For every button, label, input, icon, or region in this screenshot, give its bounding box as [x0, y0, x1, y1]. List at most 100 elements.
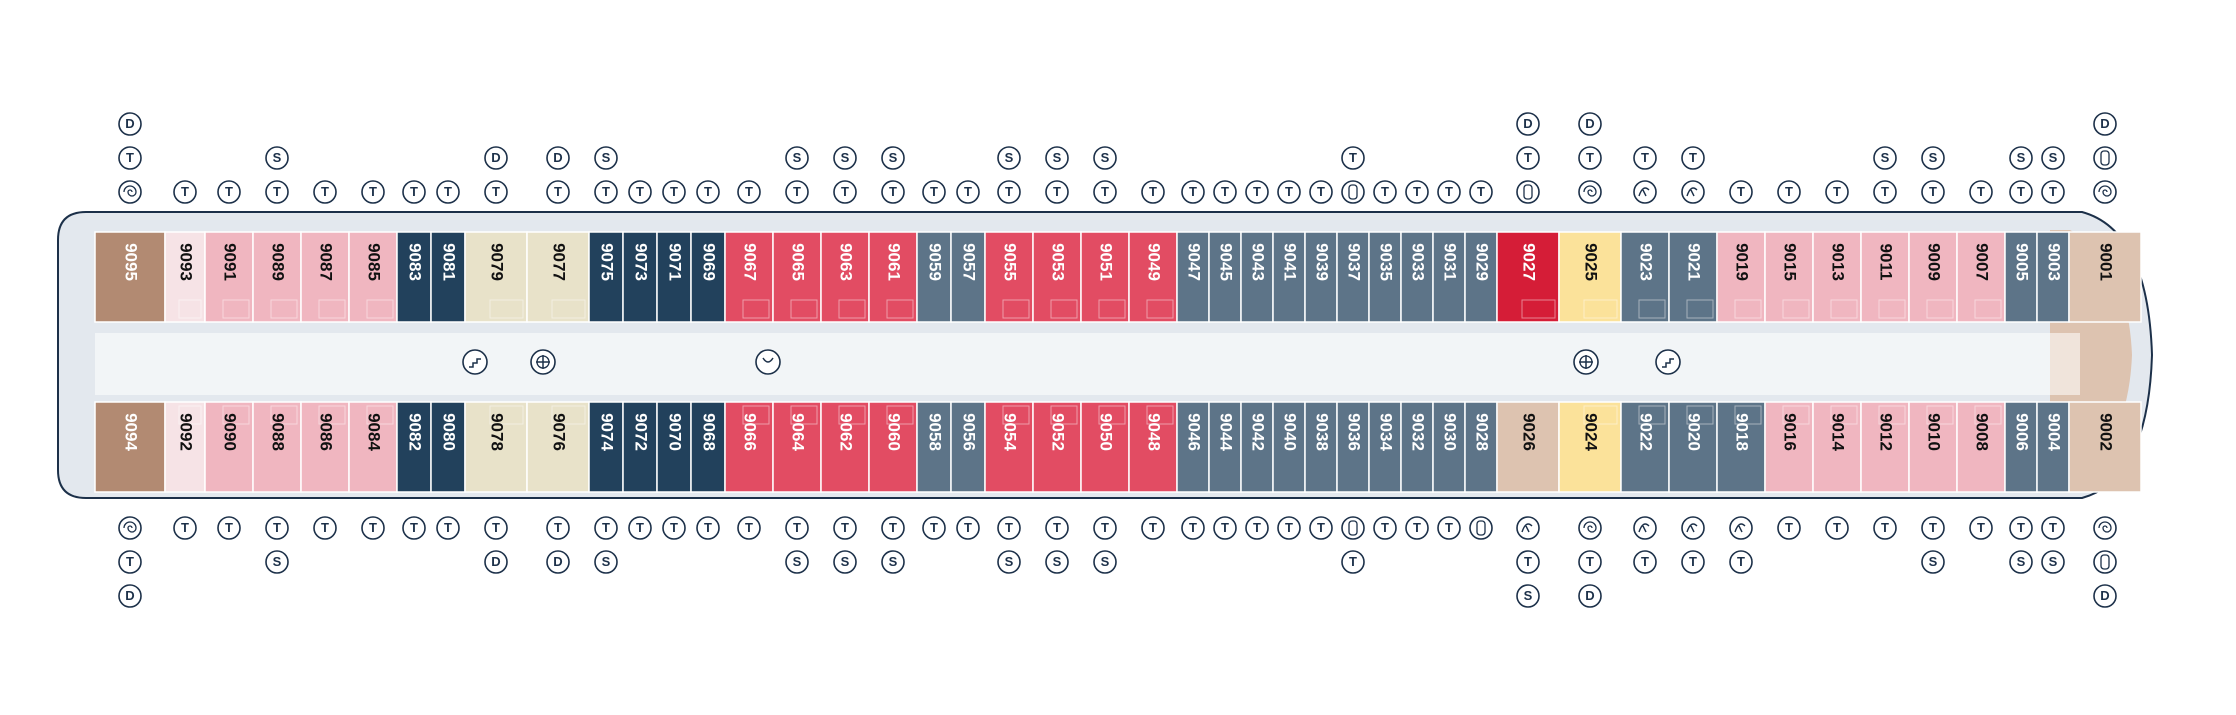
- cabin-9078[interactable]: 9078: [464, 401, 528, 493]
- cabin-9091[interactable]: 9091: [204, 231, 254, 323]
- cabin-9022[interactable]: 9022: [1620, 401, 1670, 493]
- cabin-9075[interactable]: 9075: [588, 231, 624, 323]
- cabin-9021[interactable]: 9021: [1668, 231, 1718, 323]
- cabin-9082[interactable]: 9082: [396, 401, 432, 493]
- cabin-9065[interactable]: 9065: [772, 231, 822, 323]
- cabin-9055[interactable]: 9055: [984, 231, 1034, 323]
- cabin-9079[interactable]: 9079: [464, 231, 528, 323]
- cabin-9031[interactable]: 9031: [1432, 231, 1466, 323]
- cabin-9025[interactable]: 9025: [1558, 231, 1622, 323]
- cabin-9092[interactable]: 9092: [164, 401, 206, 493]
- cabin-9048[interactable]: 9048: [1128, 401, 1178, 493]
- cabin-9084[interactable]: 9084: [348, 401, 398, 493]
- cabin-9039[interactable]: 9039: [1304, 231, 1338, 323]
- cabin-number: 9081: [440, 243, 459, 281]
- cabin-9032[interactable]: 9032: [1400, 401, 1434, 493]
- cabin-9061[interactable]: 9061: [868, 231, 918, 323]
- cabin-9058[interactable]: 9058: [916, 401, 952, 493]
- cabin-9086[interactable]: 9086: [300, 401, 350, 493]
- cabin-9093[interactable]: 9093: [164, 231, 206, 323]
- cabin-9028[interactable]: 9028: [1464, 401, 1498, 493]
- cabin-9002[interactable]: 9002: [2068, 401, 2142, 493]
- cabin-9015[interactable]: 9015: [1764, 231, 1814, 323]
- cabin-9056[interactable]: 9056: [950, 401, 986, 493]
- cabin-9068[interactable]: 9068: [690, 401, 726, 493]
- cabin-9064[interactable]: 9064: [772, 401, 822, 493]
- cabin-9083[interactable]: 9083: [396, 231, 432, 323]
- cabin-9013[interactable]: 9013: [1812, 231, 1862, 323]
- cabin-9070[interactable]: 9070: [656, 401, 692, 493]
- cabin-9009[interactable]: 9009: [1908, 231, 1958, 323]
- cabin-9011[interactable]: 9011: [1860, 231, 1910, 323]
- cabin-9042[interactable]: 9042: [1240, 401, 1274, 493]
- cabin-9026[interactable]: 9026: [1496, 401, 1560, 493]
- cabin-9089[interactable]: 9089: [252, 231, 302, 323]
- cabin-9001[interactable]: 9001: [2068, 231, 2142, 323]
- twin-bed-icon: T: [997, 516, 1021, 540]
- cabin-9023[interactable]: 9023: [1620, 231, 1670, 323]
- cabin-9047[interactable]: 9047: [1176, 231, 1210, 323]
- amenity-column: TS: [594, 146, 618, 204]
- cabin-9014[interactable]: 9014: [1812, 401, 1862, 493]
- cabin-9033[interactable]: 9033: [1400, 231, 1434, 323]
- cabin-9094[interactable]: 9094: [94, 401, 166, 493]
- cabin-9006[interactable]: 9006: [2004, 401, 2038, 493]
- cabin-9052[interactable]: 9052: [1032, 401, 1082, 493]
- cabin-9030[interactable]: 9030: [1432, 401, 1466, 493]
- cabin-9008[interactable]: 9008: [1956, 401, 2006, 493]
- cabin-9067[interactable]: 9067: [724, 231, 774, 323]
- cabin-9044[interactable]: 9044: [1208, 401, 1242, 493]
- sofa-bed-icon: S: [1921, 550, 1945, 574]
- cabin-9076[interactable]: 9076: [526, 401, 590, 493]
- cabin-9088[interactable]: 9088: [252, 401, 302, 493]
- cabin-9012[interactable]: 9012: [1860, 401, 1910, 493]
- cabin-9016[interactable]: 9016: [1764, 401, 1814, 493]
- cabin-9054[interactable]: 9054: [984, 401, 1034, 493]
- cabin-9024[interactable]: 9024: [1558, 401, 1622, 493]
- cabin-9080[interactable]: 9080: [430, 401, 466, 493]
- cabin-9069[interactable]: 9069: [690, 231, 726, 323]
- cabin-9010[interactable]: 9010: [1908, 401, 1958, 493]
- cabin-9073[interactable]: 9073: [622, 231, 658, 323]
- cabin-9081[interactable]: 9081: [430, 231, 466, 323]
- cabin-9062[interactable]: 9062: [820, 401, 870, 493]
- cabin-9041[interactable]: 9041: [1272, 231, 1306, 323]
- cabin-9038[interactable]: 9038: [1304, 401, 1338, 493]
- cabin-9027[interactable]: 9027: [1496, 231, 1560, 323]
- cabin-9085[interactable]: 9085: [348, 231, 398, 323]
- cabin-9005[interactable]: 9005: [2004, 231, 2038, 323]
- cabin-9019[interactable]: 9019: [1716, 231, 1766, 323]
- cabin-9037[interactable]: 9037: [1336, 231, 1370, 323]
- cabin-9060[interactable]: 9060: [868, 401, 918, 493]
- cabin-9018[interactable]: 9018: [1716, 401, 1766, 493]
- cabin-9004[interactable]: 9004: [2036, 401, 2070, 493]
- cabin-9071[interactable]: 9071: [656, 231, 692, 323]
- cabin-9049[interactable]: 9049: [1128, 231, 1178, 323]
- cabin-9095[interactable]: 9095: [94, 231, 166, 323]
- cabin-9074[interactable]: 9074: [588, 401, 624, 493]
- cabin-9087[interactable]: 9087: [300, 231, 350, 323]
- cabin-9020[interactable]: 9020: [1668, 401, 1718, 493]
- cabin-9035[interactable]: 9035: [1368, 231, 1402, 323]
- cabin-9050[interactable]: 9050: [1080, 401, 1130, 493]
- cabin-9077[interactable]: 9077: [526, 231, 590, 323]
- cabin-9040[interactable]: 9040: [1272, 401, 1306, 493]
- cabin-9091-block: [204, 231, 254, 323]
- cabin-9046[interactable]: 9046: [1176, 401, 1210, 493]
- cabin-9066[interactable]: 9066: [724, 401, 774, 493]
- cabin-9072[interactable]: 9072: [622, 401, 658, 493]
- cabin-9003[interactable]: 9003: [2036, 231, 2070, 323]
- cabin-9036[interactable]: 9036: [1336, 401, 1370, 493]
- twin-bed-icon: T: [484, 180, 508, 204]
- cabin-9045[interactable]: 9045: [1208, 231, 1242, 323]
- cabin-9059[interactable]: 9059: [916, 231, 952, 323]
- cabin-9063[interactable]: 9063: [820, 231, 870, 323]
- cabin-9053[interactable]: 9053: [1032, 231, 1082, 323]
- cabin-9007[interactable]: 9007: [1956, 231, 2006, 323]
- cabin-9043[interactable]: 9043: [1240, 231, 1274, 323]
- cabin-9057[interactable]: 9057: [950, 231, 986, 323]
- cabin-9051[interactable]: 9051: [1080, 231, 1130, 323]
- cabin-9034[interactable]: 9034: [1368, 401, 1402, 493]
- cabin-9090[interactable]: 9090: [204, 401, 254, 493]
- cabin-9029[interactable]: 9029: [1464, 231, 1498, 323]
